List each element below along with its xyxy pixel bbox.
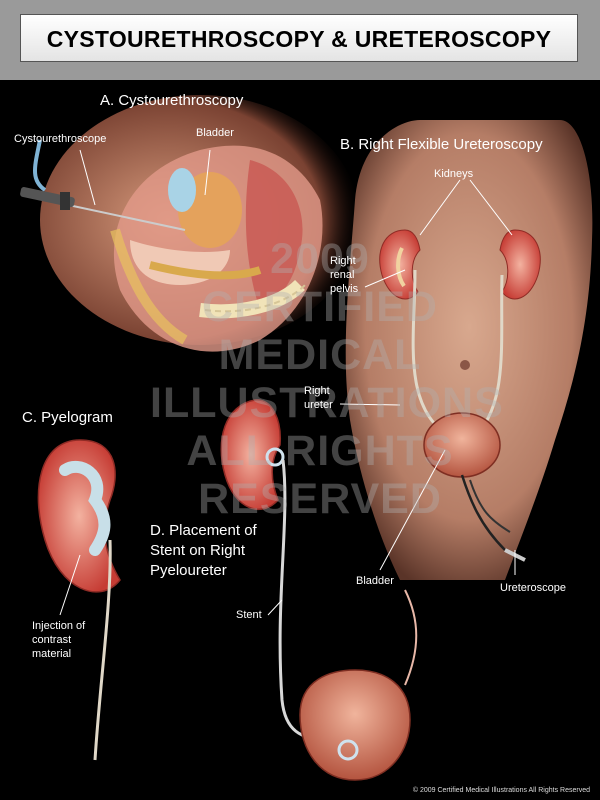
title-bar: CYSTOURETHROSCOPY & URETEROSCOPY: [0, 0, 600, 80]
label-line: Injection of: [32, 620, 86, 632]
stent-bladder: [299, 589, 418, 781]
label-line: material: [32, 648, 72, 660]
watermark-line: RESERVED: [198, 475, 442, 523]
leader-lines: [59, 149, 516, 616]
label-kidneys: Kidneys: [434, 168, 474, 180]
sagittal-section-figure: [40, 95, 360, 352]
section-c-heading: C. Pyelogram: [22, 409, 113, 426]
section-d-heading-line: Pyeloureter: [150, 562, 227, 579]
section-d-heading-line: Stent on Right: [150, 542, 246, 559]
page-title: CYSTOURETHROSCOPY & URETEROSCOPY: [46, 26, 552, 52]
kidney-right-b: [379, 229, 421, 300]
cystourethroscope-instrument: [20, 139, 186, 231]
label-stent: Stent: [236, 609, 262, 621]
label-bladder-b: Bladder: [356, 575, 394, 587]
section-d-heading: D. Placement of Stent on Right Pyelouret…: [150, 521, 257, 581]
watermark-line: ILLUSTRATIONS: [150, 379, 504, 427]
label-line: Right: [330, 255, 356, 267]
label-right-renal-pelvis: Right renal pelvis: [330, 254, 358, 296]
label-line: renal: [330, 269, 355, 281]
section-d-heading-line: D. Placement of: [150, 522, 257, 539]
label-cystourethroscope: Cystourethroscope: [14, 133, 107, 145]
stent-kidney: [220, 399, 331, 742]
watermark-line: MEDICAL: [218, 331, 422, 379]
watermark-line: ALL RIGHTS: [186, 427, 454, 475]
label-line: ureter: [304, 399, 333, 411]
label-bladder-a: Bladder: [196, 127, 234, 139]
pyelogram-kidney: [37, 439, 121, 761]
section-b-heading: B. Right Flexible Ureteroscopy: [340, 136, 543, 153]
watermark-line: 2009: [270, 235, 370, 283]
label-line: contrast: [32, 634, 72, 646]
label-ureteroscope: Ureteroscope: [500, 582, 567, 594]
copyright-notice: © 2009 Certified Medical Illustrations A…: [412, 787, 590, 794]
anatomy-illustration: [20, 95, 593, 781]
label-line: Right: [304, 385, 330, 397]
watermark-line: CERTIFIED: [202, 283, 438, 331]
label-line: pelvis: [330, 283, 359, 295]
section-a-heading: A. Cystourethroscopy: [100, 92, 244, 109]
label-right-ureter: Right ureter: [304, 384, 333, 412]
label-injection: Injection of contrast material: [32, 619, 85, 661]
title-box: CYSTOURETHROSCOPY & URETEROSCOPY: [20, 14, 578, 62]
